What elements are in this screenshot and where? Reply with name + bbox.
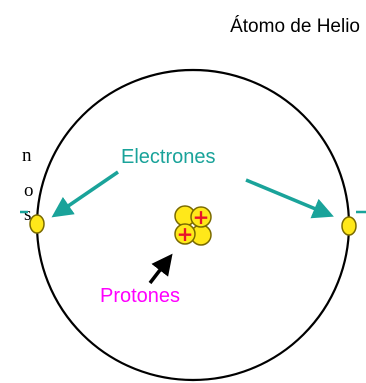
proton-bottom-left: [174, 223, 196, 245]
arrow-to-right-electron: [245, 178, 334, 219]
arrow-to-left-electron: [51, 170, 119, 218]
protons-label: Protones: [100, 285, 181, 307]
electron-right: [341, 216, 357, 236]
side-text-fragment-2: o: [24, 180, 34, 201]
electron-left: [29, 214, 45, 234]
side-text-fragment-1: n: [22, 145, 32, 166]
proton-plus-sign-2: +: [177, 222, 194, 246]
side-text-fragment-3: s: [24, 204, 32, 225]
proton-plus-sign-1: +: [193, 205, 210, 229]
arrow-to-nucleus: [148, 253, 173, 285]
electrons-label: Electrones: [121, 146, 216, 168]
nucleus: + +: [174, 205, 212, 246]
proton-top-right: [190, 206, 212, 228]
diagram-title: Átomo de Helio: [230, 16, 360, 37]
